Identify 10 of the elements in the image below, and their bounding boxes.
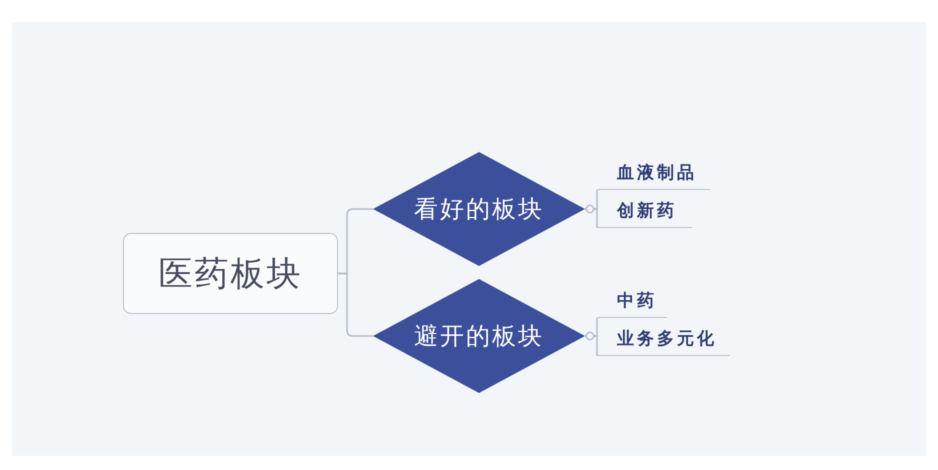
topic-label: 避开的板块 [414,321,544,352]
subtopic-item: 血液制品 [597,159,710,190]
subtopic-item: 创新药 [597,197,692,228]
connector-line [338,272,373,337]
subtopic-item: 业务多元化 [597,325,730,356]
topic-label: 看好的板块 [414,194,544,225]
connector-line [585,332,598,356]
subtopic-item: 中药 [597,287,667,318]
topic-box: 医药板块 [123,233,338,314]
connector-line [585,204,598,228]
